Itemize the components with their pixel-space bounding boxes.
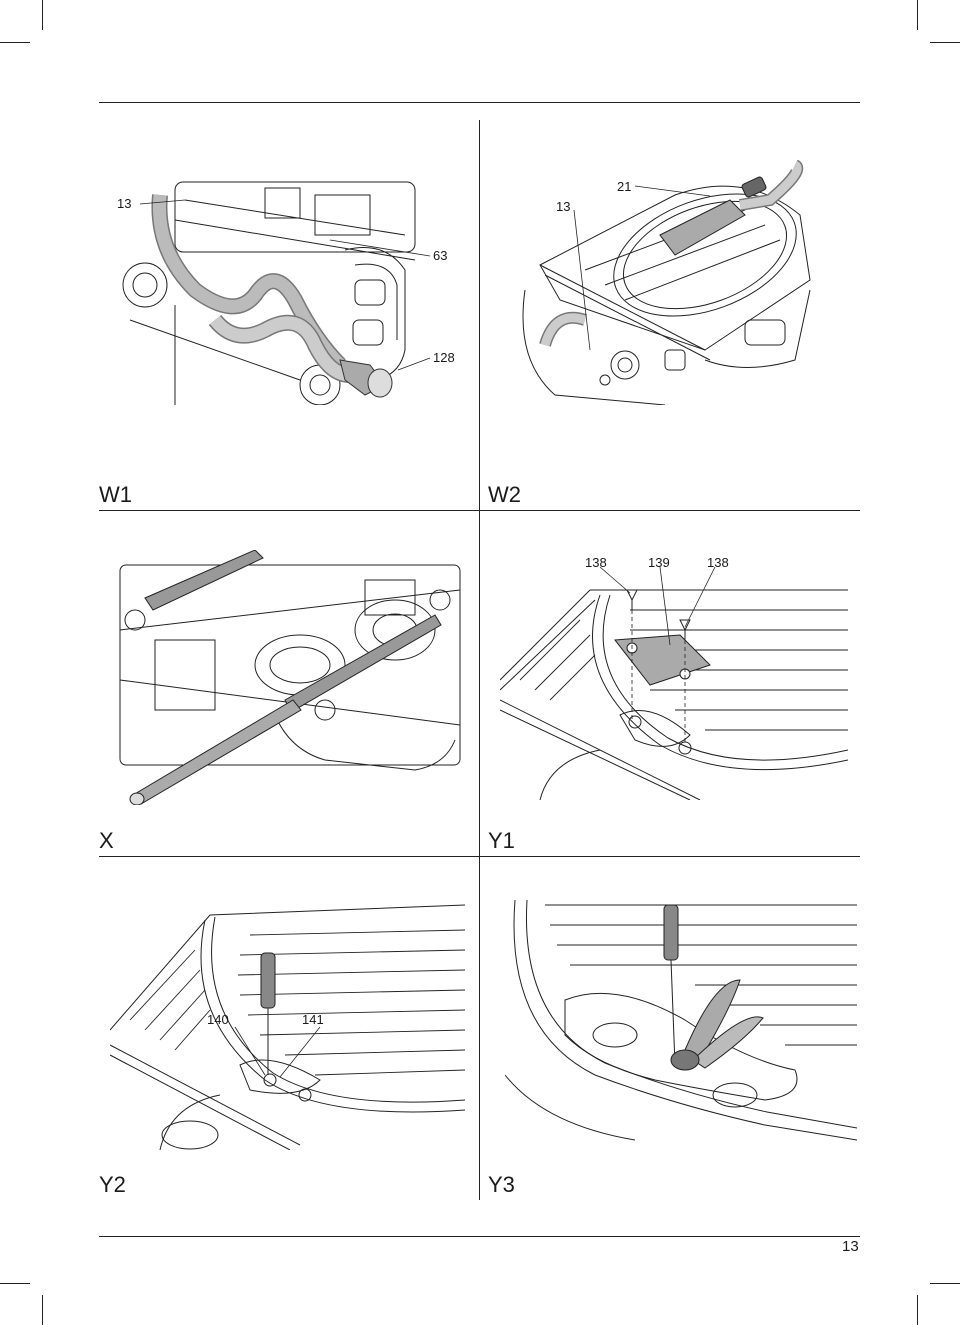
figure-label-y2: Y2	[99, 1172, 126, 1197]
w1-callout-63: 63	[433, 248, 448, 263]
crop-mark	[42, 1295, 43, 1325]
w1-illustration	[115, 180, 420, 405]
vertical-divider	[479, 120, 480, 1200]
crop-mark	[930, 42, 960, 43]
y2-illustration	[110, 895, 465, 1150]
row-divider-2	[99, 856, 860, 857]
w1-leaders	[100, 180, 460, 380]
crop-mark	[917, 0, 918, 30]
y1-callout-138-right: 138	[707, 555, 729, 570]
y1-illustration	[500, 550, 848, 800]
figure-label-y3: Y3	[488, 1172, 515, 1197]
crop-mark	[0, 42, 30, 43]
crop-mark	[42, 0, 43, 30]
y1-leaders	[590, 565, 730, 655]
figure-label-w2: W2	[488, 482, 521, 507]
w1-callout-13: 13	[117, 196, 132, 211]
y3-illustration	[505, 900, 857, 1145]
x-illustration	[115, 550, 463, 805]
w2-illustration	[515, 160, 815, 405]
w2-callout-21: 21	[617, 179, 632, 194]
bottom-rule	[99, 1236, 860, 1237]
y1-callout-139: 139	[648, 555, 670, 570]
figure-label-x: X	[99, 828, 114, 853]
top-rule	[99, 102, 860, 103]
crop-mark	[917, 1295, 918, 1325]
row-divider-1	[99, 510, 860, 511]
figure-label-y1: Y1	[488, 828, 515, 853]
y1-callout-138-left: 138	[585, 555, 607, 570]
crop-mark	[0, 1283, 30, 1284]
crop-mark	[930, 1283, 960, 1284]
y2-leaders	[225, 1025, 335, 1085]
y2-callout-140: 140	[207, 1012, 229, 1027]
figure-label-w1: W1	[99, 482, 132, 507]
w2-callout-13: 13	[556, 199, 571, 214]
page-number: 13	[842, 1238, 859, 1255]
y2-callout-141: 141	[302, 1012, 324, 1027]
w2-leaders	[560, 180, 730, 360]
w1-callout-128: 128	[433, 350, 455, 365]
